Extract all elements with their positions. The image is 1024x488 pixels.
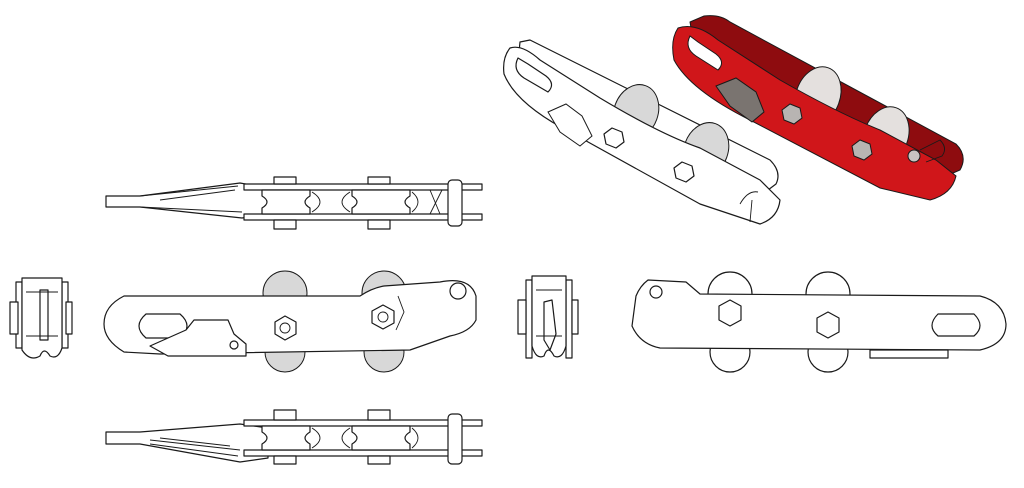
bottom-view-wheel-right bbox=[351, 425, 411, 451]
top-view-plate-upper bbox=[243, 183, 483, 191]
iso-red-slot bbox=[687, 35, 722, 71]
top-view-wheel-left bbox=[261, 189, 311, 215]
iso-white-latch bbox=[547, 103, 593, 147]
front-view-latch-pivot bbox=[229, 340, 239, 350]
isometric-red bbox=[672, 15, 964, 201]
bottom-view-blade bbox=[105, 423, 269, 463]
top-view-pin bbox=[447, 179, 463, 227]
bottom-view-wheel-left bbox=[261, 425, 311, 451]
isometric-white bbox=[503, 39, 781, 225]
front-view-nut-1 bbox=[274, 315, 297, 341]
iso-red-pin bbox=[907, 149, 921, 163]
iso-white-front-plate bbox=[503, 46, 781, 225]
bottom-view-bolt-head-1 bbox=[273, 409, 297, 421]
right-end-nut-b bbox=[571, 299, 579, 335]
top-view-plate-lower bbox=[243, 213, 483, 221]
top-view-wheel-right bbox=[351, 189, 411, 215]
bottom-view-plate-lower bbox=[243, 449, 483, 457]
front-view-latch bbox=[149, 319, 247, 357]
iso-white-nut-1 bbox=[603, 127, 625, 149]
iso-red-front-plate bbox=[672, 26, 957, 201]
left-end-nut-b bbox=[65, 301, 73, 335]
rear-view-plate bbox=[631, 279, 1007, 351]
left-end-view bbox=[9, 277, 73, 359]
front-view bbox=[103, 270, 477, 373]
bottom-view-pin bbox=[447, 413, 463, 465]
iso-red-nut-2 bbox=[851, 139, 873, 161]
bottom-view-bolt-head-2 bbox=[367, 409, 391, 421]
bottom-view-bolt-nut-1 bbox=[273, 455, 297, 465]
right-end-view bbox=[517, 275, 579, 359]
front-view-pin-hole bbox=[449, 282, 467, 300]
right-end-latch bbox=[543, 299, 557, 351]
rear-view-latch-edge bbox=[869, 349, 949, 359]
rear-view bbox=[631, 271, 1007, 373]
bottom-view bbox=[105, 409, 483, 465]
left-end-nut bbox=[9, 301, 19, 335]
top-view-bolt-nut-2 bbox=[367, 219, 391, 230]
rear-view-nut-1 bbox=[718, 299, 742, 327]
top-view-bolt-head-2 bbox=[367, 176, 391, 185]
bottom-view-bolt-nut-2 bbox=[367, 455, 391, 465]
rear-view-pin-hole bbox=[649, 285, 663, 299]
left-end-hub bbox=[39, 289, 49, 341]
iso-white-nut-2 bbox=[673, 161, 695, 183]
right-end-plate-b bbox=[565, 279, 573, 359]
front-view-nut-2 bbox=[371, 304, 395, 330]
top-view bbox=[105, 176, 483, 230]
iso-red-latch bbox=[715, 77, 765, 123]
rear-view-slot bbox=[931, 313, 981, 337]
top-view-bolt-nut-1 bbox=[273, 219, 297, 230]
iso-red-nut-1 bbox=[781, 103, 803, 125]
iso-white-slot bbox=[515, 57, 553, 93]
rear-view-nut-2 bbox=[816, 311, 840, 339]
top-view-bolt-head-1 bbox=[273, 176, 297, 185]
bottom-view-plate-upper bbox=[243, 419, 483, 427]
right-end-nut bbox=[517, 299, 527, 335]
right-end-plate-a bbox=[525, 279, 533, 359]
